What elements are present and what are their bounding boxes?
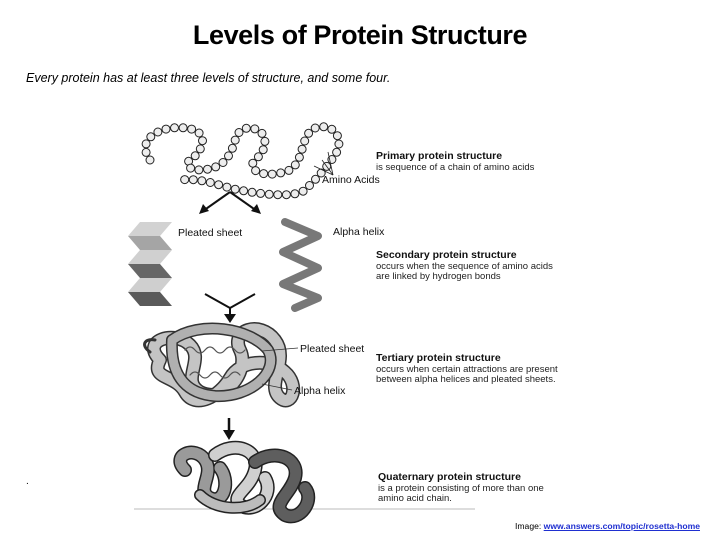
amino-acid-bead [256,188,266,198]
amino-acid-bead [259,169,269,179]
amino-acid-bead [260,136,270,146]
amino-acid-bead [188,175,198,185]
amino-acid-bead [319,122,329,132]
amino-acid-bead [250,124,260,134]
tertiary-description-line-1: occurs when certain attractions are pres… [376,364,558,375]
amino-acid-bead [248,158,258,168]
amino-acid-bead [180,175,190,185]
amino-acid-bead [170,123,179,133]
tertiary-helix-label: Alpha helix [294,385,346,397]
amino-acid-bead [178,123,188,133]
tertiary-sheet-label: Pleated sheet [300,343,364,355]
amino-acid-bead [290,189,300,199]
secondary-heading: Secondary protein structure [376,249,517,261]
amino-acid-bead [332,131,342,141]
slide-subtitle: Every protein has at least three levels … [26,71,391,85]
amino-acid-bead [195,144,205,154]
amino-acid-bead [227,143,237,153]
amino-acid-bead [239,186,249,196]
amino-acid-bead [161,124,171,134]
tertiary-description-line-2: between alpha helices and pleated sheets… [376,374,556,385]
amino-acid-bead [141,139,151,149]
secondary-helix-label: Alpha helix [333,226,385,238]
amino-acid-bead [251,166,261,176]
amino-acid-bead [190,151,200,161]
amino-acid-bead [311,174,320,184]
quaternary-description-line-2: amino acid chain. [378,493,452,504]
amino-acid-bead [257,128,267,138]
amino-acid-bead [187,124,197,134]
amino-acid-bead [284,165,294,175]
amino-acid-bead [197,176,207,186]
amino-acid-bead [332,147,342,157]
amino-acid-bead [273,190,283,200]
merge-arrow [204,293,256,316]
tertiary-fold [143,322,301,408]
slide-title: Levels of Protein Structure [192,20,528,50]
primary-heading: Primary protein structure [376,150,502,162]
amino-acid-bead [218,158,228,167]
amino-acid-bead [211,162,221,172]
amino-acid-bead [298,186,308,196]
secondary-description-line-1: occurs when the sequence of amino acids [376,261,553,272]
tertiary-helix-pointer [261,383,293,391]
amino-acid-bead [327,124,337,134]
pleated-sheet [128,222,172,306]
image-credit-link[interactable]: www.answers.com/topic/rosetta-home [543,521,700,531]
merge-arrow-head [224,314,236,323]
split-arrow-left-head [199,204,209,214]
image-credit-prefix: Image: [515,521,542,531]
empty-bullet: . [26,476,29,487]
quaternary-complex [173,440,316,524]
amino-acid-bead [203,164,212,174]
amino-acid-bead [334,139,344,149]
amino-acid-bead [146,132,156,142]
amino-acid-bead [310,123,320,133]
tertiary-sheet-pointer [261,347,299,352]
amino-acid-bead [241,123,251,133]
amino-acid-bead [205,178,215,187]
amino-acid-bead [290,160,300,170]
amino-acid-pointer [313,151,334,176]
amino-acid-bead [297,144,307,154]
amino-acid-bead [234,128,244,137]
quaternary-heading: Quaternary protein structure [378,471,521,483]
amino-acid-bead [230,184,240,194]
secondary-sheet-label: Pleated sheet [178,227,242,239]
amino-acid-chain [141,122,344,200]
amino-acid-bead [186,163,196,173]
split-arrow [202,191,258,212]
split-arrow-right-head [251,204,261,214]
amino-acid-bead [198,136,207,146]
alpha-helix [279,218,322,312]
amino-acid-bead [153,127,163,137]
amino-acid-bead [247,187,257,197]
secondary-description-line-2: are linked by hydrogen bonds [376,271,501,282]
amino-acid-bead [276,168,286,178]
primary-description: is sequence of a chain of amino acids [376,162,535,173]
amino-acid-bead [305,181,314,190]
amino-acid-bead [267,169,277,179]
quaternary-description-line-1: is a protein consisting of more than one [378,483,544,494]
amino-acid-bead [294,152,304,162]
amino-acid-bead [264,189,274,199]
amino-acid-bead [230,135,240,145]
amino-acid-bead [224,151,233,161]
amino-acid-bead [145,155,155,165]
amino-acid-bead [300,136,310,146]
amino-acid-bead [253,152,263,162]
amino-acid-bead [194,128,204,138]
amino-acid-bead [194,165,204,175]
amino-acid-bead [304,128,314,138]
amino-acids-label: Amino Acids [322,174,380,186]
tertiary-heading: Tertiary protein structure [376,352,501,364]
image-credit: Image: www.answers.com/topic/rosetta-hom… [515,521,700,531]
amino-acid-bead [214,180,224,190]
amino-acid-bead [258,145,268,155]
down-arrow-head [223,430,235,440]
amino-acid-bead [281,190,291,200]
amino-acid-bead [222,182,232,192]
amino-acid-bead [141,147,151,157]
